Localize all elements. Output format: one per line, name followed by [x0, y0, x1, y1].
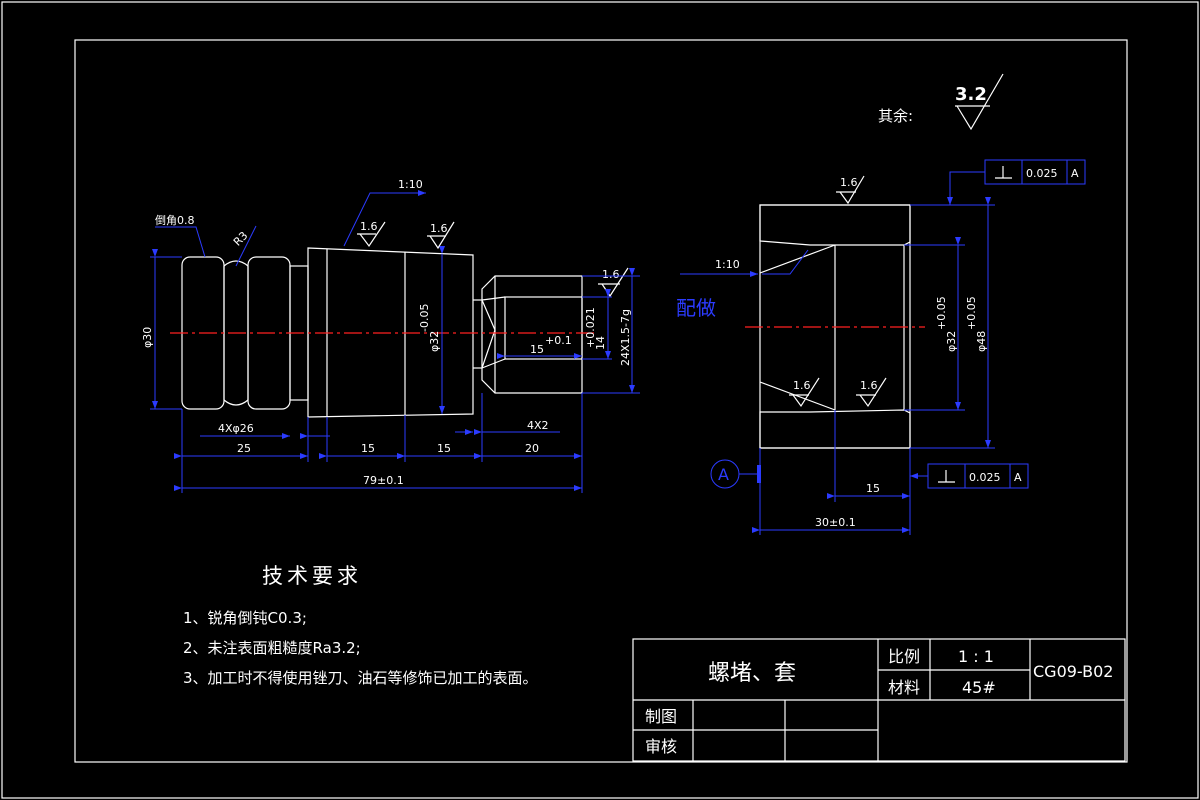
svg-text:1.6: 1.6: [360, 220, 378, 233]
taper-note-left: 1:10: [398, 178, 423, 191]
general-roughness-value: 3.2: [955, 84, 987, 105]
sleeve-dia-48-tol: +0.05: [965, 296, 978, 330]
drawing-border: [74, 39, 1128, 763]
depth-15-tol: +0.1: [545, 334, 572, 347]
material-label: 材料: [888, 678, 920, 697]
roughness-symbol-bottom-left: 1.6: [789, 377, 820, 408]
plug-dimensions: 倒角0.8 R3 φ30 φ32 -0.05 1:10 1.6 1.6 1.6: [141, 178, 640, 493]
dia-32-label: φ32: [428, 331, 441, 352]
scale-value: 1 : 1: [958, 647, 994, 666]
dim-20: 20: [525, 442, 539, 455]
drawn-label: 制图: [645, 707, 677, 726]
radius-note: R3: [231, 229, 251, 249]
svg-text:0.025: 0.025: [969, 471, 1001, 484]
sleeve-dim-total: 30±0.1: [815, 516, 856, 529]
dim-15a: 15: [361, 442, 375, 455]
perpendicularity-frame-top: 0.025 A: [947, 159, 1086, 205]
material-value: 45#: [962, 678, 996, 697]
groove-left-label: 4Xφ26: [218, 422, 254, 435]
sleeve-dia-32: φ32: [945, 331, 958, 352]
depth-15-label: 15: [530, 343, 544, 356]
dia-14-label: 14: [594, 336, 607, 350]
technical-requirements: 技术要求 1、锐角倒钝C0.3; 2、未注表面粗糙度Ra3.2; 3、加工时不得…: [183, 564, 538, 687]
sleeve-dia-48: φ48: [975, 331, 988, 352]
svg-text:1.6: 1.6: [430, 222, 448, 235]
others-label: 其余:: [878, 107, 913, 125]
sleeve-dimensions: 1:10 配做 1.6 1.6 1.6 0.025 A: [676, 159, 1086, 535]
scale-label: 比例: [888, 647, 920, 666]
dia-32-tol: -0.05: [418, 304, 431, 332]
datum-a: A: [710, 459, 761, 489]
title-block: 螺堵、套 比例 1 : 1 材料 45# CG09-B02 制图 审核: [632, 638, 1126, 762]
thread-label: 24X1.5-7g: [619, 309, 632, 366]
svg-text:0.025: 0.025: [1026, 167, 1058, 180]
tapered-body: [307, 247, 474, 418]
groove-right-label: 4X2: [527, 419, 549, 432]
plug-part: [170, 247, 598, 418]
dim-total-left: 79±0.1: [363, 474, 404, 487]
roughness-symbol-top: 1.6: [836, 175, 865, 205]
match-note: 配做: [676, 296, 716, 320]
svg-text:A: A: [718, 465, 729, 484]
chamfer-note: 倒角0.8: [155, 214, 195, 227]
dia-14-tol: +0.021: [584, 307, 597, 348]
drawing-number: CG09-B02: [1033, 662, 1113, 681]
dia-30-label: φ30: [141, 327, 154, 348]
svg-text:1.6: 1.6: [793, 379, 811, 392]
sleeve-dia-32-tol: +0.05: [935, 296, 948, 330]
dim-15b: 15: [437, 442, 451, 455]
svg-text:1.6: 1.6: [840, 176, 858, 189]
roughness-symbol-3: 1.6: [598, 267, 629, 298]
svg-text:A: A: [1071, 167, 1079, 180]
requirements-title: 技术要求: [262, 564, 362, 588]
general-roughness-symbol: 其余: 3.2: [878, 73, 1004, 131]
requirement-item-2: 2、未注表面粗糙度Ra3.2;: [183, 639, 361, 657]
svg-text:1.6: 1.6: [602, 268, 620, 281]
requirement-item-1: 1、锐角倒钝C0.3;: [183, 609, 307, 627]
requirement-item-3: 3、加工时不得使用锉刀、油石等修饰已加工的表面。: [183, 669, 538, 687]
sleeve-dim-15: 15: [866, 482, 880, 495]
part-name: 螺堵、套: [708, 661, 796, 686]
roughness-symbol-2: 1.6: [427, 221, 455, 250]
svg-text:1.6: 1.6: [860, 379, 878, 392]
taper-note-right: 1:10: [715, 258, 740, 271]
roughness-symbol-1: 1.6: [357, 220, 386, 248]
checked-label: 审核: [645, 737, 677, 756]
svg-text:A: A: [1014, 471, 1022, 484]
roughness-symbol-bottom-right: 1.6: [856, 377, 887, 408]
perpendicularity-frame-bottom: 0.025 A: [910, 463, 1029, 489]
dim-25: 25: [237, 442, 251, 455]
